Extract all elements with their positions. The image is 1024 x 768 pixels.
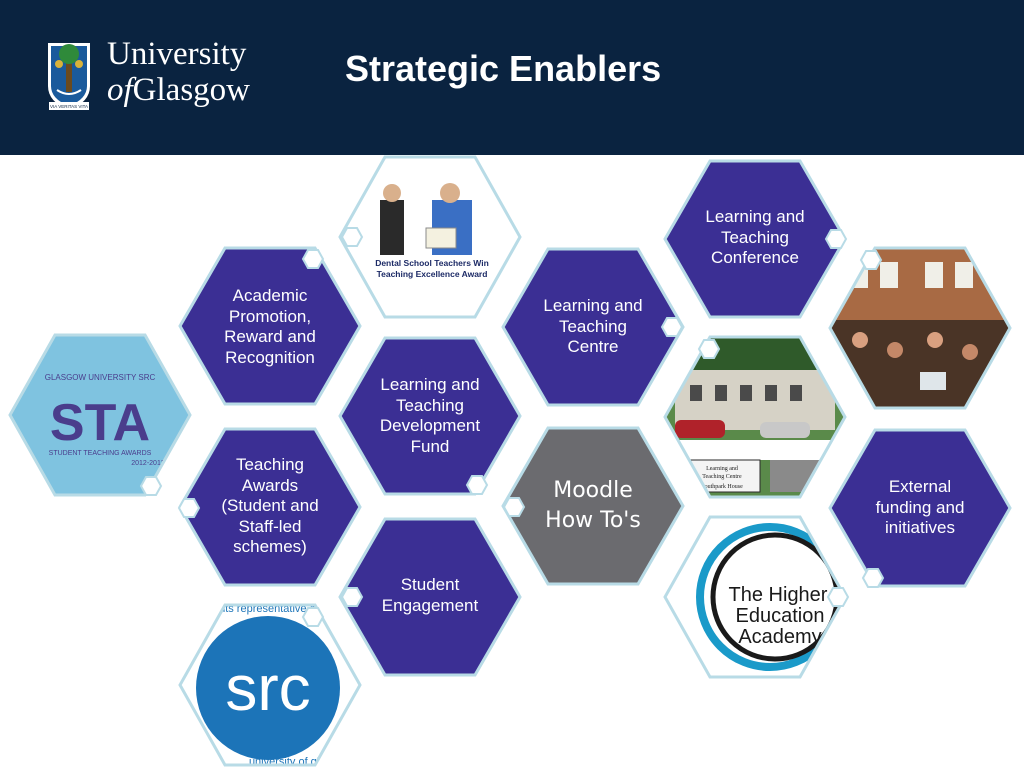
slide-title: Strategic Enablers: [345, 48, 662, 89]
learning-teaching-conference-label: Learning and Teaching Conference: [705, 207, 805, 267]
sign-text-3: Southpark House: [701, 484, 743, 490]
dental-caption-2: Teaching Excellence Award: [377, 269, 488, 279]
sta-top-text: GLASGOW UNIVERSITY SRC: [45, 373, 156, 382]
university-of-glasgow-logo: VIA VERITAS VITA University ofGlasgow: [45, 36, 270, 115]
hex-teaching-awards: [178, 427, 362, 587]
hex-academic-promotion: [178, 246, 362, 406]
sta-logo-text: STA: [50, 394, 150, 452]
hea-line-2: Education: [736, 605, 825, 627]
connector-hexes: [139, 227, 885, 627]
hex-classroom-photo: [828, 246, 1012, 410]
hea-line-3: Academy: [738, 626, 821, 648]
hex-student-engagement: [338, 517, 522, 677]
sign-text-1: Learning and: [706, 466, 738, 472]
hex-sta-awards-image: GLASGOW UNIVERSITY SRC STA STUDENT TEACH…: [8, 333, 192, 497]
src-top-text: students representative council: [192, 603, 344, 615]
hex-moodle: [501, 426, 685, 586]
logo-line-of-glasgow: ofGlasgow: [107, 72, 250, 108]
hex-hea-logo: The Higher Education Academy: [663, 515, 847, 679]
hex-dental-award-image: Dental School Teachers Win Teaching Exce…: [338, 155, 522, 319]
academic-promotion-label: Academic Promotion, Reward and Recogniti…: [224, 286, 316, 367]
hex-src-logo: src students representative council univ…: [178, 603, 362, 768]
sta-years-text: 2012-2013: [131, 460, 165, 467]
hex-building-photo: Learning and Teaching Centre Southpark H…: [663, 335, 847, 499]
sta-sub-text: STUDENT TEACHING AWARDS: [49, 450, 152, 457]
sign-text-2: Teaching Centre: [702, 474, 742, 480]
university-crest-icon: VIA VERITAS VITA: [48, 43, 90, 110]
student-engagement-label: Student Engagement: [381, 575, 479, 615]
src-logo-text: src: [225, 652, 310, 724]
hea-line-1: The Higher: [729, 584, 828, 606]
learning-teaching-fund-label: Learning and Teaching Development Fund: [379, 375, 481, 456]
teaching-awards-label: Teaching Awards (Student and Staff-led s…: [221, 455, 319, 556]
slide-header: VIA VERITAS VITA University ofGlasgow St…: [0, 0, 1024, 155]
src-bottom-text: university of glasgow: [249, 756, 351, 768]
dental-caption-1: Dental School Teachers Win: [375, 258, 489, 268]
external-funding-label: External funding and initiatives: [875, 477, 965, 537]
learning-teaching-centre-label: Learning and Teaching Centre: [543, 296, 643, 356]
hex-learning-teaching-fund: [338, 336, 522, 496]
moodle-how-tos-label[interactable]: Moodle How To's: [545, 478, 641, 533]
svg-text:VIA VERITAS VITA: VIA VERITAS VITA: [50, 104, 88, 109]
logo-line-university: University: [107, 36, 247, 72]
